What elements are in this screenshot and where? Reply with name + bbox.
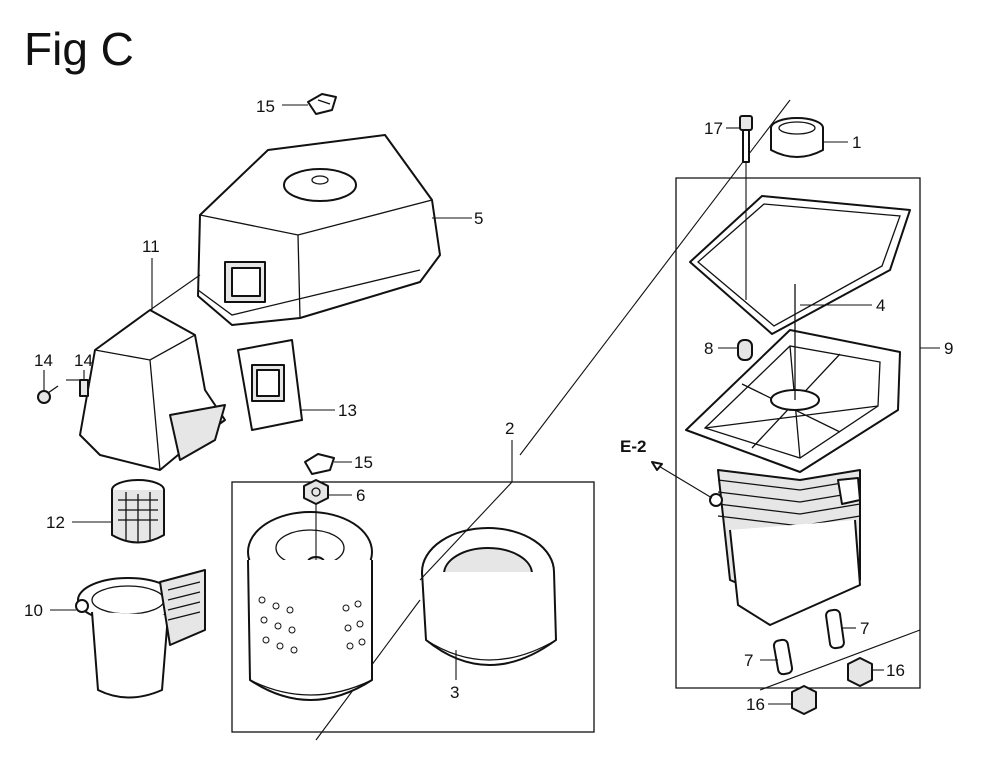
callout-4: 4 — [876, 296, 885, 315]
callout-2: 2 — [505, 419, 514, 438]
callout-7-left: 7 — [744, 651, 753, 670]
callout-9: 9 — [944, 339, 953, 358]
pin-part-7-right — [825, 608, 845, 650]
strainer-part-12 — [111, 479, 165, 544]
figure-title: Fig C — [24, 23, 134, 75]
clip-part-15-lower — [304, 453, 335, 475]
air-cleaner-case-part-9 — [685, 284, 901, 626]
callout-7-right: 7 — [860, 619, 869, 638]
clip-part-15-top — [307, 93, 337, 115]
air-cleaner-case-group-box — [675, 177, 921, 689]
callout-14-left: 14 — [34, 351, 53, 370]
callout-16-left: 16 — [746, 695, 765, 714]
leader-lines — [43, 104, 940, 705]
section-ref-e2: E-2 — [620, 437, 646, 456]
collar-part-1 — [770, 117, 824, 158]
air-cleaner-cover-part-5 — [197, 134, 441, 326]
callout-10: 10 — [24, 601, 43, 620]
gasket-plate-part-13 — [237, 339, 303, 431]
nut-part-16-left — [791, 685, 817, 715]
callout-15-top: 15 — [256, 97, 275, 116]
callout-16-right: 16 — [886, 661, 905, 680]
nut-part-16-right — [847, 657, 873, 687]
callout-6: 6 — [356, 486, 365, 505]
filter-element-outer — [247, 511, 373, 701]
bolt-part-17 — [739, 115, 753, 163]
callout-5: 5 — [474, 209, 483, 228]
callout-15-lower: 15 — [354, 453, 373, 472]
gasket-part-4 — [689, 195, 911, 335]
assembly-line-bottom — [759, 629, 921, 691]
screw-part-14-left — [37, 385, 59, 404]
wing-nut-part-6 — [303, 479, 329, 505]
foam-filter-part-3 — [421, 527, 557, 666]
callout-13: 13 — [338, 401, 357, 420]
callout-14-right: 14 — [74, 351, 93, 370]
callout-11: 11 — [142, 237, 160, 256]
elbow-base-part-10 — [75, 569, 206, 699]
grommet-part-8 — [737, 339, 753, 361]
elbow-duct-part-11 — [79, 309, 226, 471]
callout-17: 17 — [704, 119, 723, 138]
pin-part-7-left — [772, 638, 794, 676]
callout-3: 3 — [450, 683, 459, 702]
callout-1: 1 — [852, 133, 861, 152]
screw-part-14-right — [79, 379, 89, 397]
callout-12: 12 — [46, 513, 65, 532]
filter-group-box — [231, 481, 595, 733]
callout-8: 8 — [704, 339, 713, 358]
